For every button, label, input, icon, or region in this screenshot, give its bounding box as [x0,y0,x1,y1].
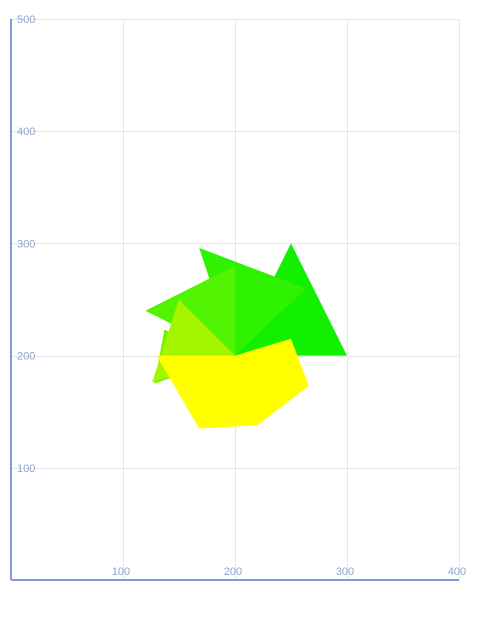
y-tick-label-400: 400 [17,126,35,138]
x-tick-label-400: 400 [448,566,466,578]
tick-labels: 100 200 300 400 100 200 300 400 500 [17,14,466,578]
x-tick-label-300: 300 [336,566,354,578]
y-tick-label-100: 100 [17,463,35,475]
chart-series [145,243,347,429]
y-tick-label-200: 200 [17,351,35,363]
x-tick-label-100: 100 [112,566,130,578]
series-shape-6 [156,338,309,429]
y-tick-label-300: 300 [17,238,35,250]
x-tick-label-200: 200 [224,566,242,578]
series-shape-3 [145,265,235,356]
axes [10,19,459,581]
y-tick-label-500: 500 [17,14,35,26]
